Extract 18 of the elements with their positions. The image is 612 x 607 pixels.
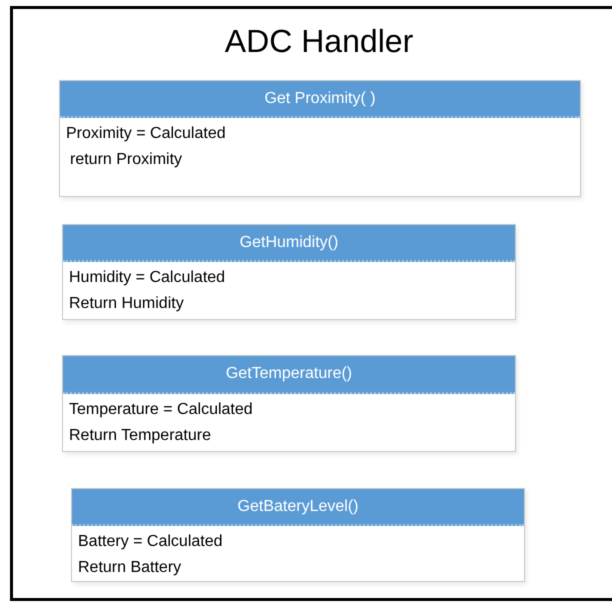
method-body-line: return Proximity bbox=[69, 150, 184, 170]
method-body-line: Battery = Calculated bbox=[78, 532, 224, 552]
method-body-line: Return Temperature bbox=[69, 426, 212, 446]
method-body-line: Proximity = Calculated bbox=[66, 124, 227, 144]
frame bbox=[10, 6, 612, 601]
class-box bbox=[62, 224, 516, 320]
method-body-line: Return Battery bbox=[78, 558, 182, 578]
method-header: GetBateryLevel() bbox=[72, 489, 524, 526]
class-box bbox=[62, 355, 516, 452]
method-header: Get Proximity( ) bbox=[60, 81, 580, 118]
class-box bbox=[71, 488, 525, 582]
class-box bbox=[59, 80, 581, 197]
method-body-line: Humidity = Calculated bbox=[69, 268, 226, 288]
method-header: GetHumidity() bbox=[63, 225, 515, 262]
method-body-line: Temperature = Calculated bbox=[69, 400, 254, 420]
method-body-line: Return Humidity bbox=[69, 294, 185, 314]
frame-title: ADC Handler bbox=[224, 23, 414, 60]
method-header: GetTemperature() bbox=[63, 356, 515, 394]
